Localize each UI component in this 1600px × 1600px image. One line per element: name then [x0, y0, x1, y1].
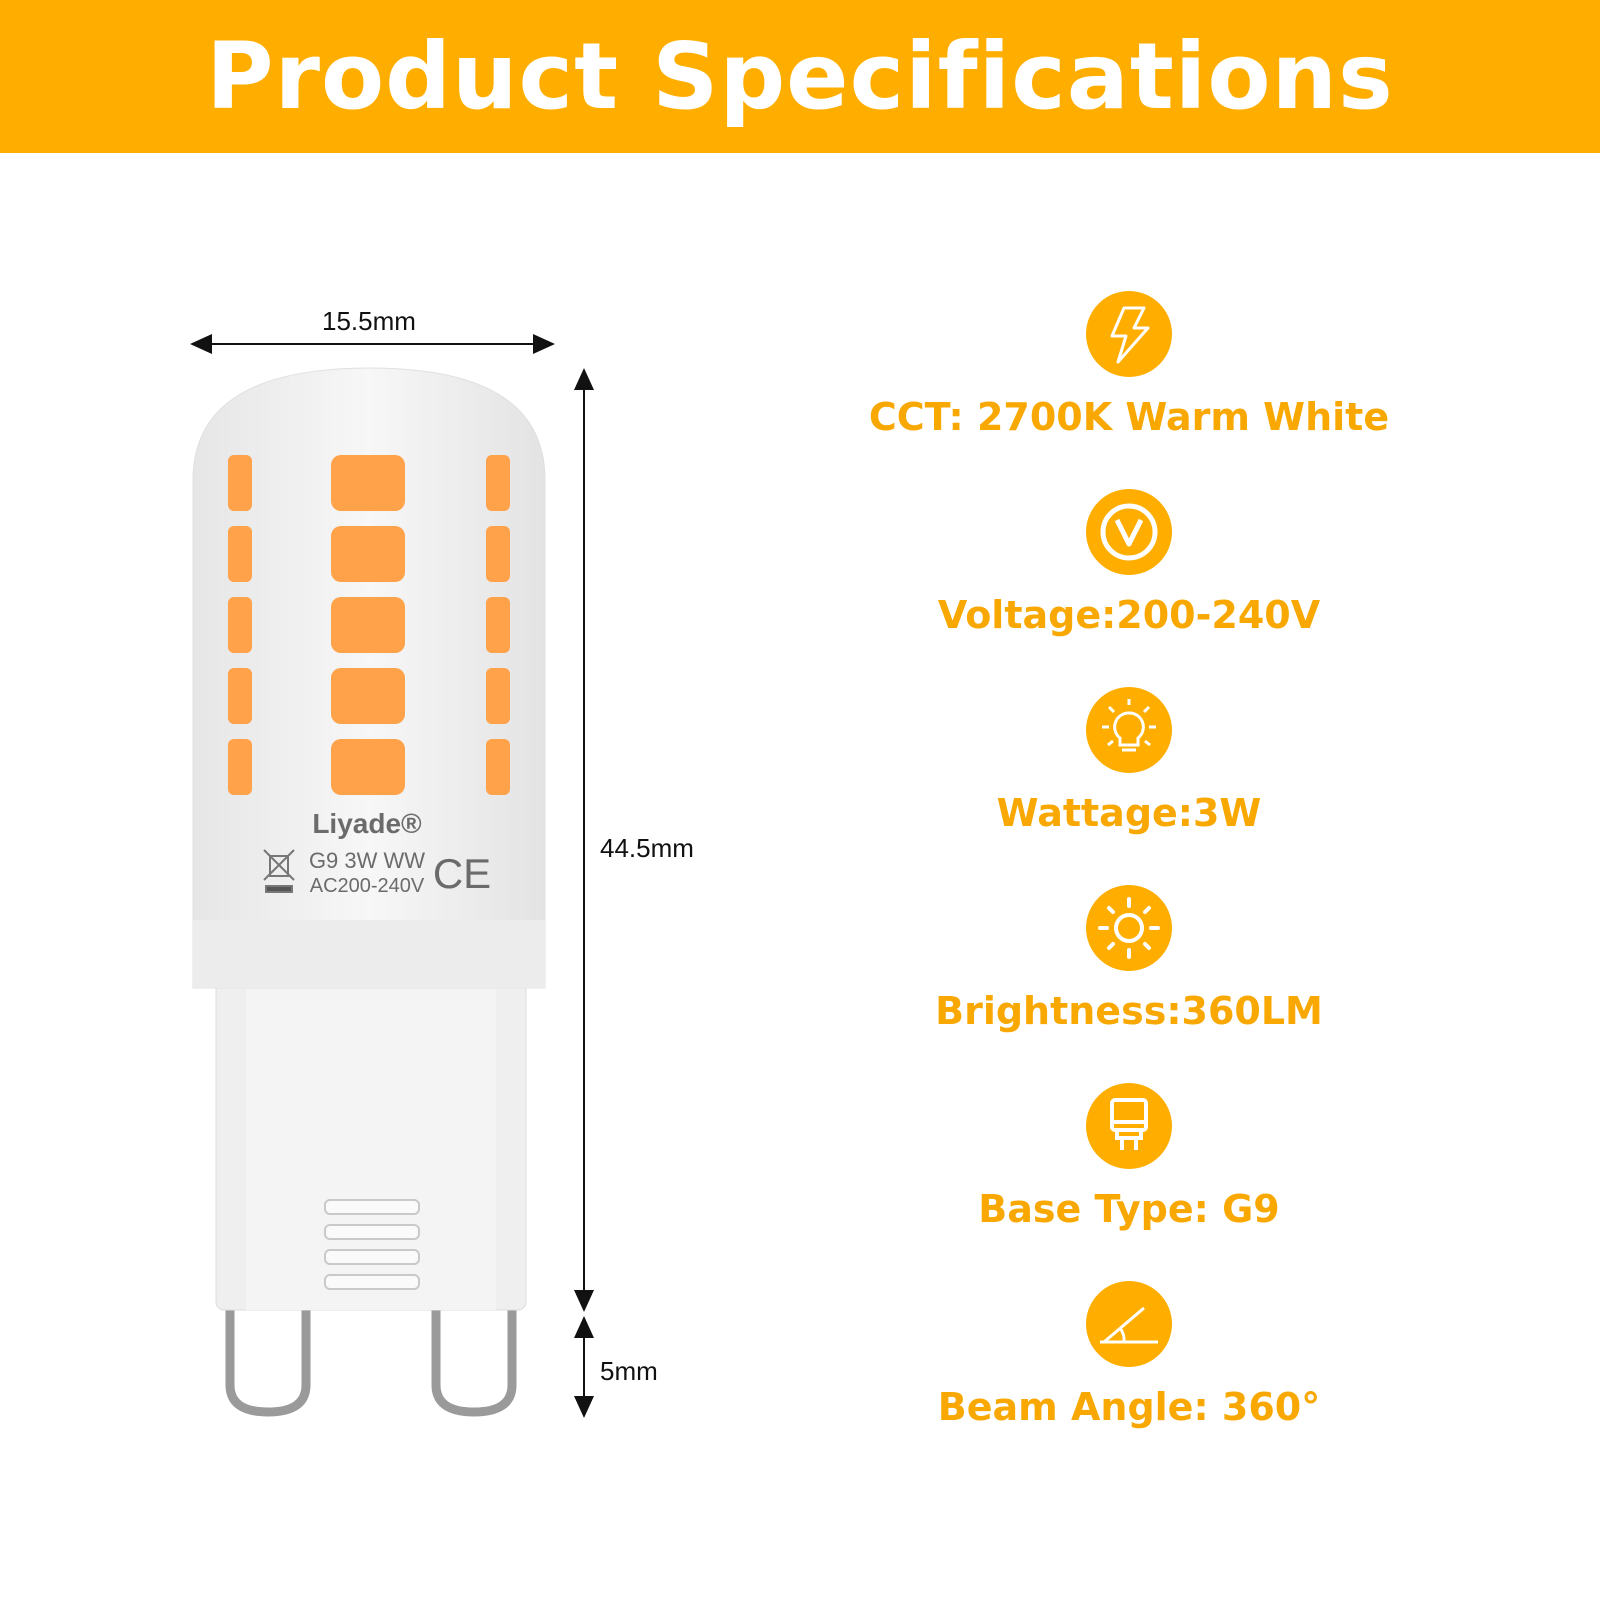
spec-label: Base Type: G9	[978, 1187, 1280, 1231]
led-chip	[486, 526, 510, 582]
led-chip	[486, 739, 510, 795]
spec-label: Brightness:360LM	[935, 989, 1323, 1033]
spec-cct: CCT: 2700K Warm White	[829, 291, 1429, 439]
spec-beam-angle: Beam Angle: 360°	[829, 1281, 1429, 1429]
spec-label: CCT: 2700K Warm White	[868, 395, 1390, 439]
lightning-icon	[1086, 291, 1172, 377]
height-label: 44.5mm	[600, 833, 694, 863]
spec-label: Beam Angle: 360°	[937, 1385, 1321, 1429]
bulb-icon	[1086, 687, 1172, 773]
led-chip	[228, 526, 252, 582]
led-chip	[228, 597, 252, 653]
spec-wattage: Wattage:3W	[829, 687, 1429, 835]
spec-label: Wattage:3W	[996, 791, 1262, 835]
bulb-pins	[225, 1310, 517, 1417]
page-title: Product Specifications	[206, 23, 1394, 130]
spec-voltage: Voltage:200-240V	[829, 489, 1429, 637]
led-chip	[228, 739, 252, 795]
width-label: 15.5mm	[322, 306, 416, 336]
bulb-voltage: AC200-240V	[310, 875, 425, 897]
led-chip	[486, 668, 510, 724]
ce-mark: CE	[433, 850, 491, 897]
led-chip	[331, 455, 405, 511]
spec-base: Base Type: G9	[829, 1083, 1429, 1231]
weee-icon	[263, 849, 295, 893]
angle-icon	[1086, 1281, 1172, 1367]
base-icon	[1086, 1083, 1172, 1169]
led-chip	[486, 455, 510, 511]
bulb-model: G9 3W WW	[309, 848, 425, 873]
led-chip	[228, 455, 252, 511]
led-chip	[228, 668, 252, 724]
led-chip	[331, 597, 405, 653]
spec-label: Voltage:200-240V	[937, 593, 1321, 637]
bulb-brand: Liyade®	[312, 808, 422, 839]
led-chip	[331, 668, 405, 724]
pin-length-label: 5mm	[600, 1356, 658, 1386]
spec-brightness: Brightness:360LM	[829, 885, 1429, 1033]
base-grip-ridges	[324, 1199, 420, 1290]
led-chip	[331, 526, 405, 582]
led-chip	[486, 597, 510, 653]
voltage-icon	[1086, 489, 1172, 575]
header-banner: Product Specifications	[0, 0, 1600, 153]
led-chips	[228, 455, 510, 795]
led-chip	[331, 739, 405, 795]
sun-icon	[1086, 885, 1172, 971]
